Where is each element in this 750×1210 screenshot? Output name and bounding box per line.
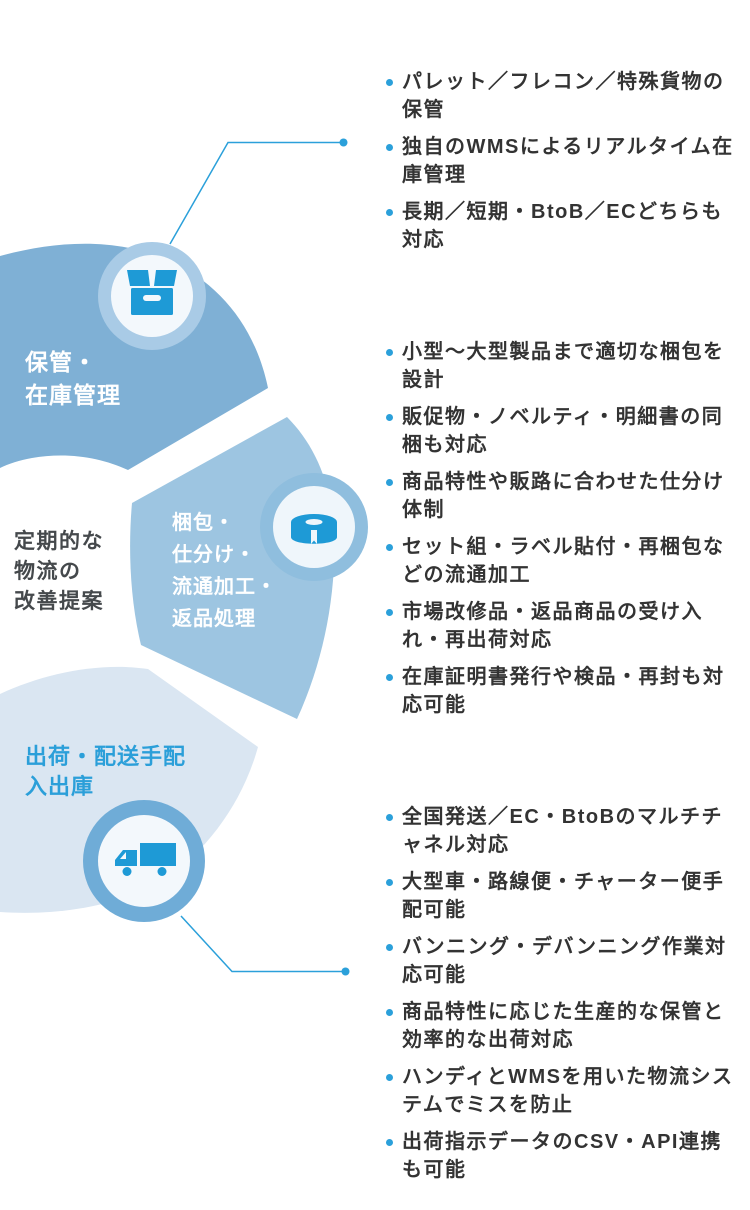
list-item: 独自のWMSによるリアルタイム在庫管理	[386, 133, 734, 189]
bullet-dot-icon	[386, 944, 393, 951]
storage-label-line: 保管・	[25, 349, 97, 375]
list-item: 在庫証明書発行や検品・再封も対応可能	[386, 663, 734, 719]
processing-label-line: 流通加工・	[172, 576, 277, 598]
list-item: 出荷指示データのCSV・API連携も可能	[386, 1128, 734, 1184]
bullet-dot-icon	[386, 349, 393, 356]
storage-label-line: 在庫管理	[25, 382, 121, 408]
storage-feature-list: パレット／フレコン／特殊貨物の保管 独自のWMSによるリアルタイム在庫管理 長期…	[386, 68, 734, 263]
bullet-dot-icon	[386, 1009, 393, 1016]
list-item: 小型〜大型製品まで適切な梱包を設計	[386, 338, 734, 394]
list-item-text: 販促物・ノベルティ・明細書の同梱も対応	[402, 406, 724, 456]
list-item-text: バンニング・デバンニング作業対応可能	[402, 936, 727, 986]
list-item: 市場改修品・返品商品の受け入れ・再出荷対応	[386, 598, 734, 654]
list-item: 大型車・路線便・チャーター便手配可能	[386, 868, 734, 924]
bullet-dot-icon	[386, 144, 393, 151]
list-item: セット組・ラベル貼付・再梱包などの流通加工	[386, 533, 734, 589]
processing-segment-label: 梱包・ 仕分け・ 流通加工・ 返品処理	[172, 507, 277, 635]
list-item: 長期／短期・BtoB／ECどちらも対応	[386, 198, 734, 254]
bullet-dot-icon	[386, 814, 393, 821]
list-item-text: パレット／フレコン／特殊貨物の保管	[402, 71, 725, 121]
truck-icon	[115, 843, 176, 876]
shipping-segment-label: 出荷・配送手配 入出庫	[25, 742, 186, 802]
list-item: バンニング・デバンニング作業対応可能	[386, 933, 734, 989]
list-item-text: 独自のWMSによるリアルタイム在庫管理	[402, 136, 734, 186]
bullet-dot-icon	[386, 1139, 393, 1146]
connector-line-top	[169, 141, 340, 245]
processing-label-line: 返品処理	[172, 608, 256, 630]
list-item: 商品特性に応じた生産的な保管と効率的な出荷対応	[386, 998, 734, 1054]
tape-icon	[291, 514, 337, 544]
list-item-text: 小型〜大型製品まで適切な梱包を設計	[402, 341, 725, 391]
bullet-dot-icon	[386, 544, 393, 551]
bullet-dot-icon	[386, 674, 393, 681]
bullet-dot-icon	[386, 79, 393, 86]
shipping-feature-list: 全国発送／EC・BtoBのマルチチャネル対応 大型車・路線便・チャーター便手配可…	[386, 803, 734, 1193]
bullet-dot-icon	[386, 479, 393, 486]
list-item-text: 長期／短期・BtoB／ECどちらも対応	[402, 201, 724, 251]
processing-feature-list: 小型〜大型製品まで適切な梱包を設計 販促物・ノベルティ・明細書の同梱も対応 商品…	[386, 338, 734, 728]
list-item: パレット／フレコン／特殊貨物の保管	[386, 68, 734, 124]
bullet-dot-icon	[386, 1074, 393, 1081]
list-item-text: セット組・ラベル貼付・再梱包などの流通加工	[402, 536, 725, 586]
connector-dot-bottom	[341, 967, 350, 976]
list-item-text: ハンディとWMSを用いた物流システムでミスを防止	[402, 1066, 734, 1116]
list-item-text: 商品特性や販路に合わせた仕分け体制	[402, 471, 725, 521]
storage-segment-label: 保管・ 在庫管理	[25, 346, 121, 412]
bullet-dot-icon	[386, 209, 393, 216]
center-title-line: 改善提案	[14, 590, 104, 613]
shipping-label-line: 出荷・配送手配	[25, 744, 187, 769]
list-item-text: 大型車・路線便・チャーター便手配可能	[402, 871, 725, 921]
center-title-line: 物流の	[14, 560, 82, 583]
processing-label-line: 仕分け・	[172, 544, 256, 566]
list-item: 商品特性や販路に合わせた仕分け体制	[386, 468, 734, 524]
box-icon	[127, 270, 177, 315]
connector-dot-top	[339, 138, 348, 147]
connector-line-bottom	[180, 915, 342, 973]
list-item: 販促物・ノベルティ・明細書の同梱も対応	[386, 403, 734, 459]
diagram-center-title: 定期的な 物流の 改善提案	[14, 527, 104, 617]
list-item-text: 在庫証明書発行や検品・再封も対応可能	[402, 666, 725, 716]
list-item-text: 全国発送／EC・BtoBのマルチチャネル対応	[402, 806, 724, 856]
list-item-text: 市場改修品・返品商品の受け入れ・再出荷対応	[402, 601, 703, 651]
bullet-dot-icon	[386, 414, 393, 421]
shipping-label-line: 入出庫	[25, 774, 95, 799]
list-item-text: 商品特性に応じた生産的な保管と効率的な出荷対応	[402, 1001, 725, 1051]
list-item-text: 出荷指示データのCSV・API連携も可能	[402, 1131, 722, 1181]
bullet-dot-icon	[386, 879, 393, 886]
bullet-dot-icon	[386, 609, 393, 616]
list-item: ハンディとWMSを用いた物流システムでミスを防止	[386, 1063, 734, 1119]
list-item: 全国発送／EC・BtoBのマルチチャネル対応	[386, 803, 734, 859]
center-title-line: 定期的な	[14, 530, 104, 553]
processing-label-line: 梱包・	[172, 512, 235, 534]
